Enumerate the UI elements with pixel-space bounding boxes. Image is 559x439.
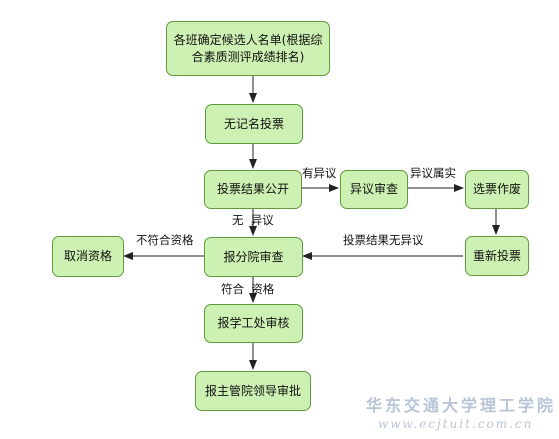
edge-label-no-objection-result: 投票结果无异议: [343, 233, 424, 247]
node-publish-results: 投票结果公开: [204, 170, 302, 209]
node-cancel-qualification: 取消资格: [52, 236, 124, 277]
node-void-election-label: 选票作废: [472, 182, 521, 196]
node-rank-candidates-label: 各班确定候选人名单(根据综合素质测评成绩排名): [173, 32, 323, 64]
node-objection-review-label: 异议审查: [349, 182, 398, 196]
node-void-election: 选票作废: [465, 170, 529, 209]
node-revote: 重新投票: [465, 236, 529, 276]
node-leader-approval-label: 报主管院领导审批: [204, 383, 301, 398]
edge-label-has-objection: 有异议: [302, 166, 337, 180]
node-cancel-qualification-label: 取消资格: [63, 249, 112, 263]
node-anonymous-vote-label: 无记名投票: [223, 116, 284, 131]
node-college-review: 报分院审查: [204, 237, 303, 277]
edge-label-qualified: 符合 资格: [221, 282, 275, 296]
node-publish-results-label: 投票结果公开: [216, 182, 289, 196]
node-revote-label: 重新投票: [472, 248, 521, 263]
node-student-affairs-audit: 报学工处审核: [204, 304, 303, 343]
edge-label-not-qualified: 不符合资格: [136, 233, 194, 247]
watermark-title: 华东交通大学理工学院: [366, 396, 557, 415]
watermark-url: www.ecjtuit.com.cn: [378, 417, 534, 431]
node-rank-candidates: 各班确定候选人名单(根据综合素质测评成绩排名): [166, 21, 330, 76]
node-anonymous-vote: 无记名投票: [205, 104, 303, 144]
node-college-review-label: 报分院审查: [223, 249, 284, 264]
node-objection-review: 异议审查: [340, 170, 408, 209]
node-student-affairs-audit-label: 报学工处审核: [217, 316, 290, 330]
edge-label-no-objection: 无 异议: [232, 213, 274, 227]
node-leader-approval: 报主管院领导审批: [195, 371, 311, 411]
edge-label-objection-confirmed: 异议属实: [410, 166, 456, 180]
